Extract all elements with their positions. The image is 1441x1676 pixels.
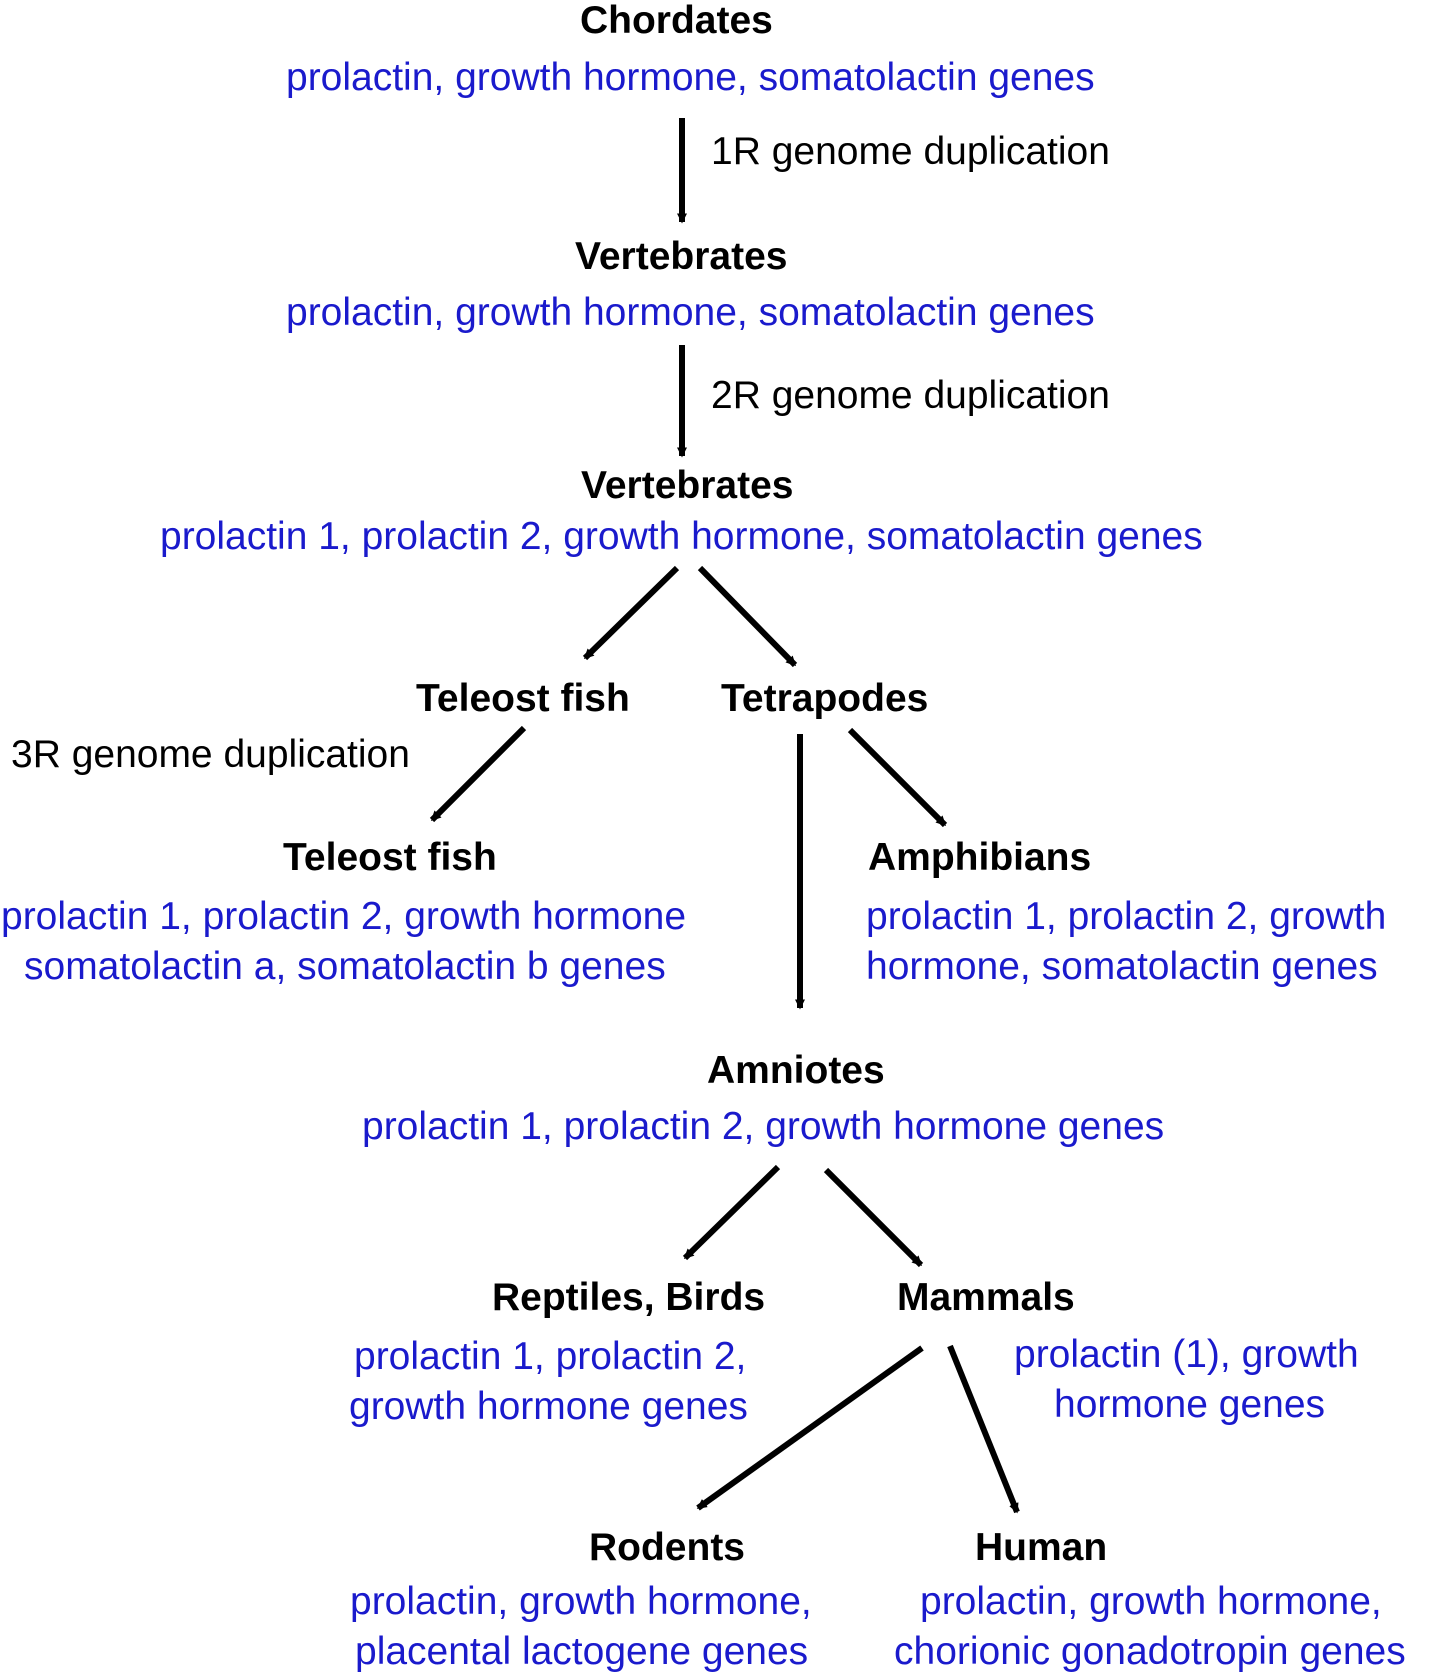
arrow-mammals-to-rodents xyxy=(696,1345,924,1511)
arrow-amniotes-to-mammals xyxy=(823,1167,924,1268)
arrow-vertebrates-to-tetrapodes xyxy=(697,565,798,668)
vertebrates-2r-title: Vertebrates xyxy=(581,464,794,507)
amniotes-title: Amniotes xyxy=(707,1049,885,1092)
chordates-genes: prolactin, growth hormone, somatolactin … xyxy=(286,56,1095,99)
teleost-fish-genes-line2: somatolactin a, somatolactin b genes xyxy=(24,945,666,988)
vertebrates-1r-genes: prolactin, growth hormone, somatolactin … xyxy=(286,291,1095,334)
rodents-genes-line2: placental lactogene genes xyxy=(355,1630,809,1673)
vertebrates-2r-genes: prolactin 1, prolactin 2, growth hormone… xyxy=(160,515,1203,558)
human-title: Human xyxy=(975,1526,1108,1569)
mammals-genes-line2: hormone genes xyxy=(1054,1383,1326,1426)
vertebrates-1r-title: Vertebrates xyxy=(575,235,788,278)
arrow-tetrapodes-to-amphibians xyxy=(847,727,948,828)
amphibians-genes-line1: prolactin 1, prolactin 2, growth xyxy=(866,895,1387,938)
duplication-2r-label: 2R genome duplication xyxy=(711,374,1110,417)
reptiles-birds-title: Reptiles, Birds xyxy=(492,1276,766,1319)
human-genes-line2: chorionic gonadotropin genes xyxy=(894,1630,1406,1673)
chordates-title: Chordates xyxy=(580,0,773,42)
teleost-fish-title: Teleost fish xyxy=(283,836,497,879)
duplication-3r-label: 3R genome duplication xyxy=(11,733,410,776)
mammals-title: Mammals xyxy=(897,1276,1075,1319)
amniotes-genes: prolactin 1, prolactin 2, growth hormone… xyxy=(362,1105,1165,1148)
mammals-genes-line1: prolactin (1), growth xyxy=(1014,1333,1359,1376)
amphibians-genes-line2: hormone, somatolactin genes xyxy=(866,945,1378,988)
tetrapodes-title: Tetrapodes xyxy=(721,677,929,720)
arrow-vertebrates-to-teleost xyxy=(582,565,680,661)
duplication-1r-label: 1R genome duplication xyxy=(711,130,1110,173)
rodents-genes-line1: prolactin, growth hormone, xyxy=(350,1580,812,1623)
reptiles-birds-genes-line2: growth hormone genes xyxy=(349,1385,748,1428)
teleost-fish-genes-line1: prolactin 1, prolactin 2, growth hormone xyxy=(1,895,687,938)
arrow-mammals-to-human xyxy=(947,1344,1020,1514)
arrow-amniotes-to-reptiles xyxy=(682,1164,781,1261)
teleost-fish-pre-title: Teleost fish xyxy=(416,677,630,720)
arrow-teleost-3r xyxy=(429,725,527,823)
human-genes-line1: prolactin, growth hormone, xyxy=(920,1580,1382,1623)
reptiles-birds-genes-line1: prolactin 1, prolactin 2, xyxy=(354,1335,747,1378)
rodents-title: Rodents xyxy=(589,1526,745,1569)
amphibians-title: Amphibians xyxy=(868,836,1092,879)
